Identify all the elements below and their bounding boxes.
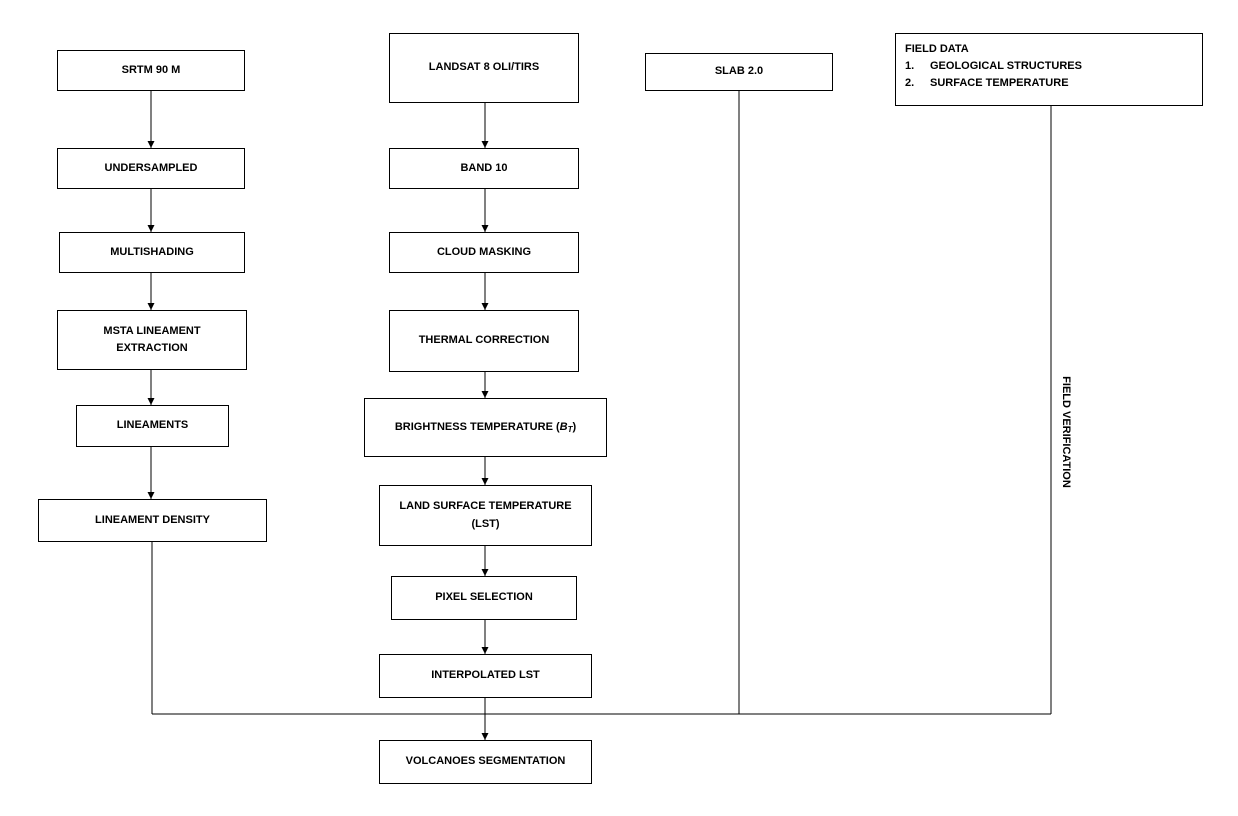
msta-lineament-extraction-box: MSTA LINEAMENT EXTRACTION [57, 310, 247, 370]
field-data-item-text: GEOLOGICAL STRUCTURES [930, 60, 1082, 73]
pixel-selection-box: PIXEL SELECTION [391, 576, 577, 620]
pixel-selection-label: PIXEL SELECTION [435, 591, 533, 604]
field-data-item: 1. GEOLOGICAL STRUCTURES [905, 58, 1082, 75]
interpolated-lst-box: INTERPOLATED LST [379, 654, 592, 698]
landsat-label: LANDSAT 8 OLI/TIRS [428, 61, 540, 74]
lineament-density-label: LINEAMENT DENSITY [95, 513, 210, 526]
band10-label: BAND 10 [460, 161, 508, 174]
lineament-density-box: LINEAMENT DENSITY [38, 499, 267, 542]
land-surface-temperature-box: LAND SURFACE TEMPERATURE (LST) [379, 485, 592, 546]
msta-label-line1: MSTA LINEAMENT [103, 324, 201, 337]
field-data-title: FIELD DATA [905, 43, 969, 55]
srtm-box: SRTM 90 M [57, 50, 245, 91]
lineaments-label: LINEAMENTS [116, 419, 189, 432]
brightness-symbol: B [559, 420, 568, 433]
field-data-item-text: SURFACE TEMPERATURE [930, 77, 1069, 90]
multishading-box: MULTISHADING [59, 232, 245, 273]
msta-label-line2: EXTRACTION [116, 342, 188, 354]
field-verification-text: FIELD VERIFICATION [1060, 376, 1072, 488]
brightness-close: ) [572, 420, 577, 433]
band10-box: BAND 10 [389, 148, 579, 189]
brightness-temperature-label: BRIGHTNESS TEMPERATURE (BT) [395, 419, 576, 436]
srtm-label: SRTM 90 M [121, 63, 181, 76]
volcanoes-segmentation-label: VOLCANOES SEGMENTATION [405, 755, 566, 768]
landsat-box: LANDSAT 8 OLI/TIRS [389, 33, 579, 103]
thermal-correction-box: THERMAL CORRECTION [389, 310, 579, 372]
thermal-correction-label: THERMAL CORRECTION [418, 334, 550, 347]
field-data-item: 2. SURFACE TEMPERATURE [905, 75, 1069, 92]
undersampled-label: UNDERSAMPLED [104, 161, 198, 174]
undersampled-box: UNDERSAMPLED [57, 148, 245, 189]
slab-label: SLAB 2.0 [714, 65, 764, 78]
field-data-item-number: 1. [905, 60, 915, 73]
lineaments-box: LINEAMENTS [76, 405, 229, 447]
field-verification-label: FIELD VERIFICATION [1060, 376, 1076, 488]
field-data-item-number: 2. [905, 77, 915, 90]
multishading-label: MULTISHADING [110, 245, 194, 258]
brightness-text: BRIGHTNESS TEMPERATURE ( [394, 420, 560, 433]
brightness-temperature-box: BRIGHTNESS TEMPERATURE (BT) [364, 398, 607, 457]
cloud-masking-box: CLOUD MASKING [389, 232, 579, 273]
field-data-box: FIELD DATA 1. GEOLOGICAL STRUCTURES 2. S… [895, 33, 1203, 106]
cloud-masking-label: CLOUD MASKING [436, 245, 532, 258]
lst-label-line1: LAND SURFACE TEMPERATURE [399, 500, 572, 513]
lst-label-line2: (LST) [471, 517, 500, 530]
interpolated-lst-label: INTERPOLATED LST [431, 669, 540, 682]
slab-box: SLAB 2.0 [645, 53, 833, 91]
brightness-subscript: T [567, 424, 573, 434]
volcanoes-segmentation-box: VOLCANOES SEGMENTATION [379, 740, 592, 784]
